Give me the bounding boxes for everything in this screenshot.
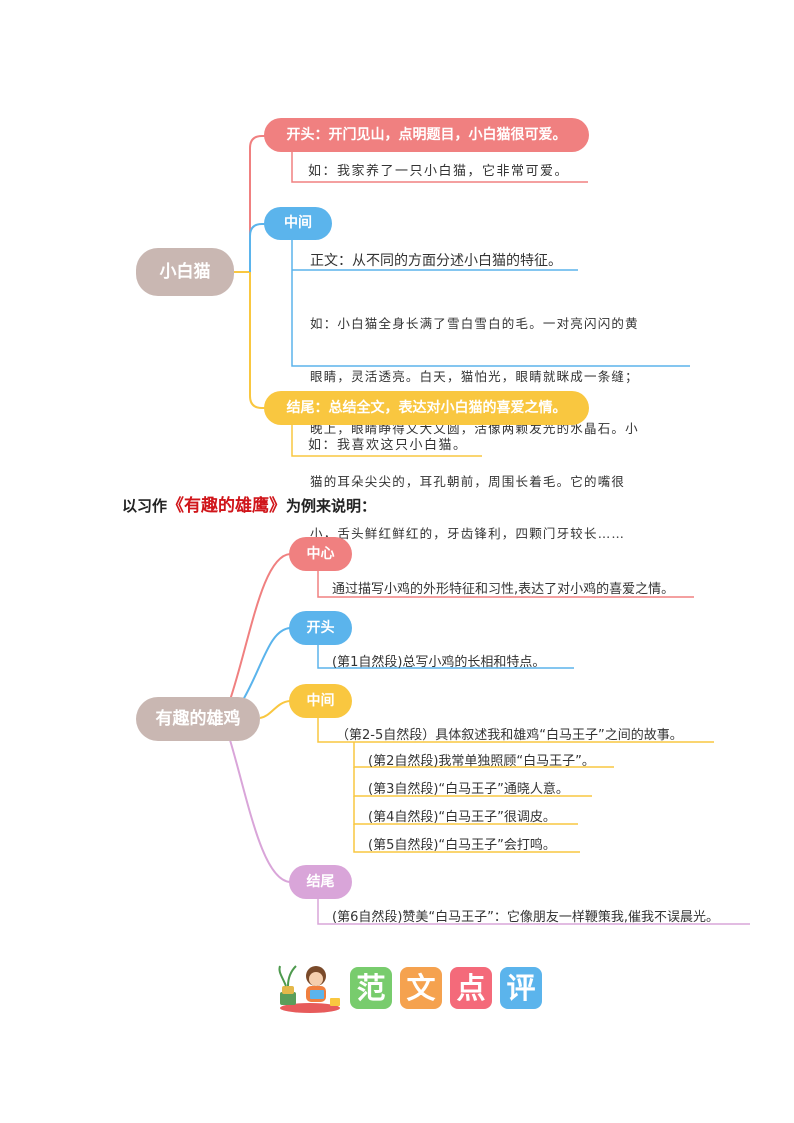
heading-prefix: 以习作 [122, 497, 168, 515]
mindmap-2-middle-node: 中间 [289, 684, 352, 718]
mindmap-1-end-example: 如：我喜欢这只小白猫。 [308, 438, 468, 453]
example-line: 如：小白猫全身长满了雪白雪白的毛。一对亮闪闪的黄 [310, 316, 639, 331]
mindmap-1-middle-node: 中间 [264, 207, 332, 240]
section-heading: 以习作《有趣的雄鹰》为例来说明： [122, 491, 376, 516]
example-line: 小，舌头鲜红鲜红的，牙齿锋利，四颗门牙较长…… [310, 526, 626, 541]
mindmap-2-end-node: 结尾 [289, 865, 352, 899]
mindmap-1-begin-node: 开头：开门见山，点明题目，小白猫很可爱。 [264, 118, 589, 152]
example-line: 猫的耳朵尖尖的，耳孔朝前，周围长着毛。它的嘴很 [310, 473, 626, 489]
mindmap-2-middle-text: （第2-5自然段）具体叙述我和雄鸡“白马王子”之间的故事。 [336, 728, 683, 743]
mindmap-2-end-text: (第6自然段)赞美“白马王子”：它像朋友一样鞭策我,催我不误晨光。 [332, 910, 720, 925]
mindmap-2-middle-sub-1: (第2自然段)我常单独照顾“白马王子”。 [368, 754, 595, 769]
mindmap-1-root: 小白猫 [136, 248, 234, 296]
banner-char-dian: 点 [450, 967, 492, 1009]
banner-char-ping: 评 [500, 967, 542, 1009]
mindmap-2-begin-text: (第1自然段)总写小鸡的长相和特点。 [332, 655, 546, 670]
mindmap-1-middle-body: 正文：从不同的方面分述小白猫的特征。 [310, 253, 562, 269]
mindmap-2-center-text: 通过描写小鸡的外形特征和习性,表达了对小鸡的喜爱之情。 [332, 582, 675, 597]
mindmap-2-begin-node: 开头 [289, 611, 352, 645]
mindmap-2-middle-sub-2: (第3自然段)“白马王子”通晓人意。 [368, 782, 569, 797]
mindmap-2-middle-sub-3: (第4自然段)“白马王子”很调皮。 [368, 810, 556, 825]
heading-title: 《有趣的雄鹰》 [167, 496, 287, 516]
mindmap-2-center-node: 中心 [289, 537, 352, 571]
banner-char-wen: 文 [400, 967, 442, 1009]
mindmap-1-begin-example: 如：我家养了一只小白猫，它非常可爱。 [308, 164, 570, 179]
mindmap-2-middle-sub-4: (第5自然段)“白马王子”会打鸣。 [368, 838, 556, 853]
reading-girl-illustration [276, 962, 344, 1014]
mindmap-2-root: 有趣的雄鸡 [136, 697, 260, 741]
banner-char-fan: 范 [350, 967, 392, 1009]
heading-suffix: 为例来说明： [286, 497, 377, 515]
mindmap-1-end-node: 结尾：总结全文，表达对小白猫的喜爱之情。 [264, 391, 589, 425]
example-line: 眼睛，灵活透亮。白天，猫怕光，眼睛就眯成一条缝； [310, 368, 639, 384]
